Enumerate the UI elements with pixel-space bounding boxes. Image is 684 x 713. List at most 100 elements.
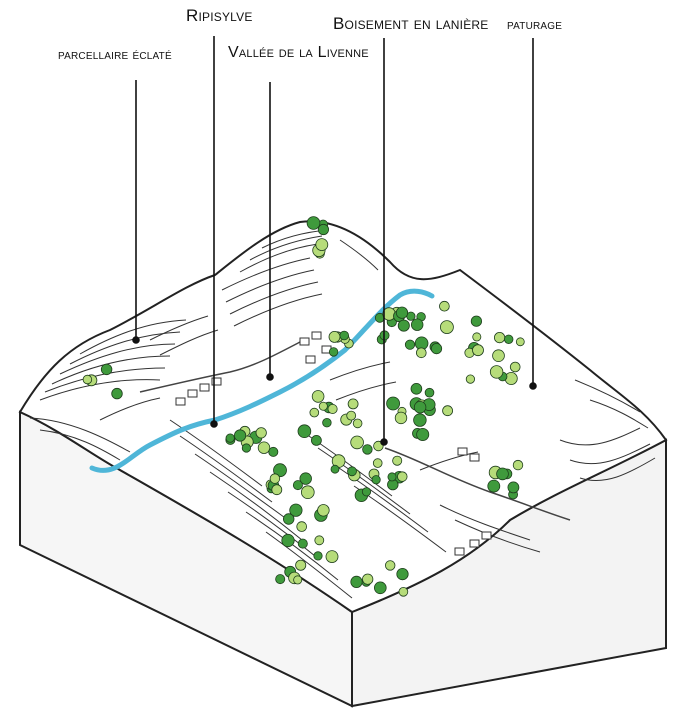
parcel-line bbox=[29, 417, 131, 453]
leader-dot-vallee bbox=[266, 373, 274, 381]
parcel-line bbox=[335, 465, 429, 533]
tree bbox=[257, 441, 271, 454]
tree bbox=[507, 481, 520, 494]
tree bbox=[317, 504, 330, 517]
tree bbox=[271, 484, 283, 496]
parcel-line bbox=[569, 443, 651, 465]
tree bbox=[362, 444, 373, 455]
tree bbox=[255, 427, 267, 439]
label-paturage: paturage bbox=[507, 16, 563, 32]
road bbox=[384, 447, 571, 521]
tree bbox=[411, 318, 424, 331]
tree bbox=[487, 479, 501, 493]
tree bbox=[300, 485, 315, 500]
parcel-line bbox=[99, 397, 161, 421]
tree bbox=[317, 223, 329, 236]
parcel-line bbox=[439, 504, 531, 541]
tree bbox=[515, 337, 525, 347]
tree bbox=[111, 387, 123, 400]
house bbox=[311, 331, 322, 340]
parcel-line bbox=[194, 453, 289, 521]
tree bbox=[398, 586, 409, 597]
tree bbox=[313, 551, 323, 561]
tree bbox=[392, 455, 403, 466]
house bbox=[199, 383, 210, 392]
parcel-line bbox=[159, 329, 219, 356]
parcel-line bbox=[233, 293, 323, 327]
tree bbox=[362, 573, 374, 585]
tree bbox=[293, 575, 303, 585]
parcel-line bbox=[179, 435, 273, 503]
tree bbox=[330, 464, 340, 474]
tree bbox=[273, 463, 287, 478]
leader-dot-paturage bbox=[529, 382, 537, 390]
tree bbox=[311, 390, 325, 403]
tree bbox=[299, 472, 312, 485]
tree bbox=[396, 567, 409, 581]
road bbox=[139, 341, 301, 393]
parcel-line bbox=[227, 491, 321, 561]
tree bbox=[328, 330, 341, 343]
tree bbox=[493, 331, 506, 344]
tree bbox=[297, 424, 312, 439]
house bbox=[454, 547, 465, 556]
tree bbox=[416, 427, 430, 441]
parcel-line bbox=[335, 381, 397, 401]
parcel-line bbox=[419, 451, 479, 471]
house bbox=[469, 453, 480, 462]
leader-dot-boisement bbox=[380, 438, 388, 446]
house bbox=[299, 337, 310, 346]
tree bbox=[318, 401, 328, 411]
parcel-line bbox=[339, 239, 379, 271]
parcel-line bbox=[221, 257, 311, 291]
tree bbox=[352, 418, 363, 429]
tree bbox=[275, 574, 286, 585]
parcel-line bbox=[317, 447, 411, 515]
leader-lines bbox=[132, 36, 537, 446]
tree bbox=[347, 466, 357, 477]
tree bbox=[241, 443, 251, 453]
tree bbox=[372, 458, 383, 468]
tree bbox=[415, 347, 427, 359]
tree bbox=[297, 538, 308, 549]
tree bbox=[424, 387, 435, 398]
parcel-line bbox=[249, 235, 323, 261]
tree bbox=[413, 413, 427, 427]
field-parcels bbox=[29, 229, 656, 599]
parcel-line bbox=[265, 531, 353, 599]
tree bbox=[268, 446, 279, 457]
tree bbox=[234, 429, 247, 442]
tree bbox=[472, 344, 484, 357]
parcel-line bbox=[149, 315, 209, 341]
house bbox=[469, 539, 480, 548]
tree bbox=[350, 435, 364, 450]
parcel-line bbox=[79, 319, 187, 355]
parcel-line bbox=[229, 281, 319, 315]
parcel-line bbox=[574, 379, 641, 413]
house bbox=[305, 355, 316, 364]
tree bbox=[82, 374, 93, 385]
tree bbox=[512, 459, 524, 471]
tree bbox=[410, 382, 423, 395]
tree bbox=[339, 330, 350, 341]
parcel-line bbox=[239, 243, 319, 273]
leader-dot-parcellaire bbox=[132, 336, 140, 344]
tree bbox=[295, 559, 307, 571]
tree bbox=[397, 319, 410, 332]
tree bbox=[296, 521, 308, 532]
tree bbox=[472, 332, 482, 342]
tree bbox=[492, 349, 505, 363]
parcel-line bbox=[169, 419, 263, 487]
tree bbox=[325, 550, 339, 563]
tree bbox=[350, 575, 363, 589]
tree bbox=[413, 401, 427, 414]
tree bbox=[430, 342, 443, 355]
parcel-line bbox=[39, 379, 161, 401]
house bbox=[211, 377, 222, 386]
tree bbox=[387, 472, 397, 482]
tree bbox=[361, 487, 372, 497]
parcel-line bbox=[589, 399, 649, 429]
tree bbox=[386, 396, 401, 411]
tree bbox=[371, 475, 381, 485]
